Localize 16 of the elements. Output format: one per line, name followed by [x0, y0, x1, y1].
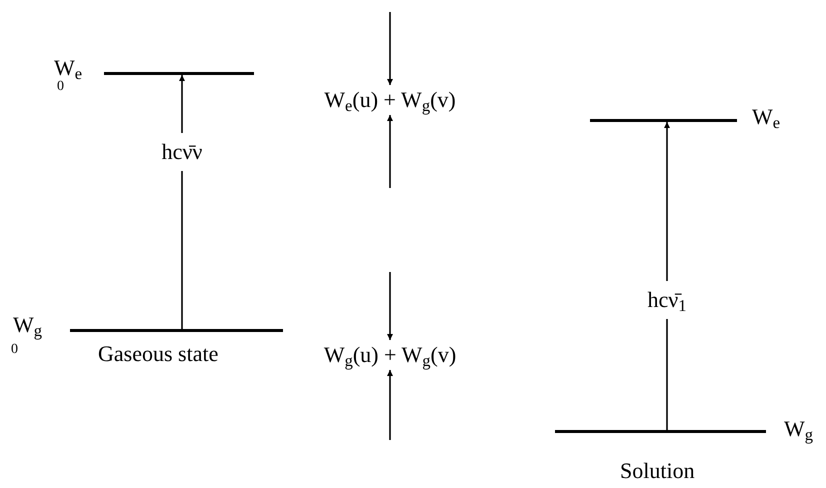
arrow	[387, 370, 393, 440]
energy-level-line	[104, 72, 254, 75]
level-label: 0	[57, 80, 64, 94]
energy-level-line	[70, 329, 283, 332]
energy-term: W$_{e}$(u) + W$_{g}$(v)	[290, 85, 490, 115]
level-label: W$_{e}$	[54, 57, 82, 79]
state-label: Solution	[620, 460, 695, 482]
arrow	[387, 12, 393, 85]
level-label: 0	[11, 343, 18, 357]
energy-term: W$_{g}$(u) + W$_{g}$(v)	[290, 340, 490, 370]
arrow	[387, 115, 393, 188]
arrow	[387, 272, 393, 340]
level-label: W$_{e}$	[752, 106, 780, 128]
state-label: Gaseous state	[98, 343, 218, 365]
energy-level-line	[555, 430, 766, 433]
energy-level-line	[590, 119, 737, 122]
